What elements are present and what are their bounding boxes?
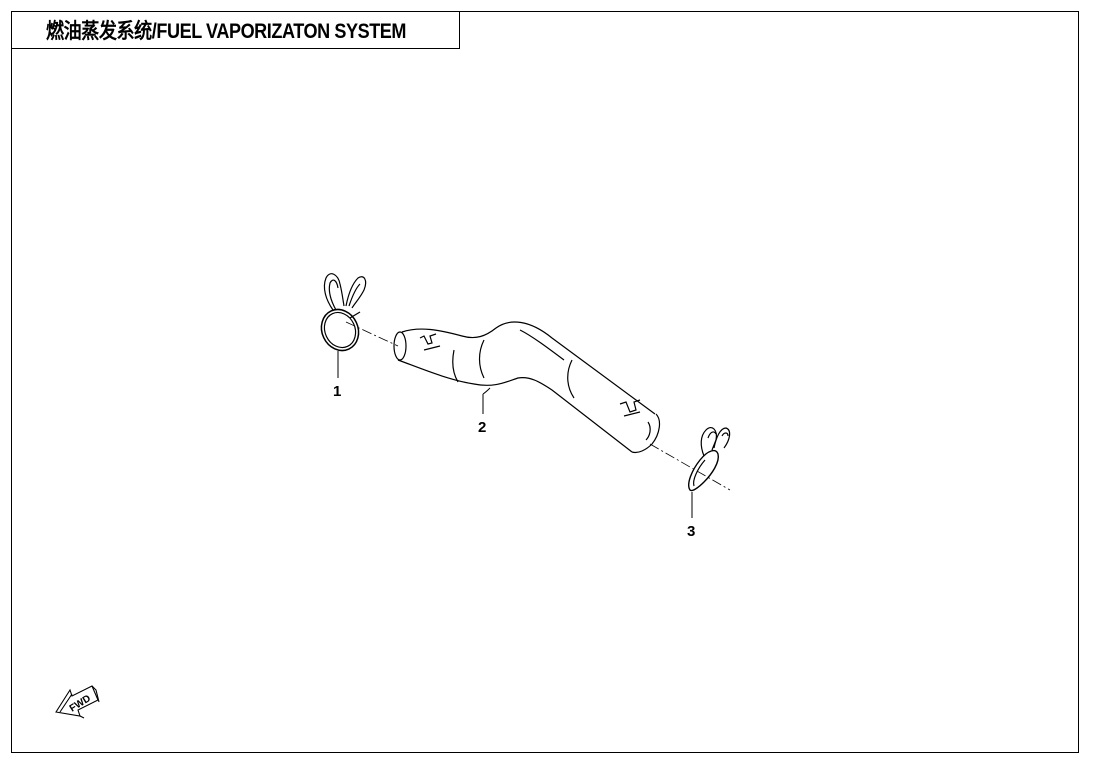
- center-line: [345, 321, 731, 491]
- callout-1: 1: [333, 383, 341, 400]
- hose-clip-icon: [688, 427, 731, 492]
- page-title: 燃油蒸发系统/FUEL VAPORIZATON SYSTEM: [46, 20, 407, 43]
- fwd-label: FWD: [68, 693, 93, 714]
- title-box: 燃油蒸发系统/FUEL VAPORIZATON SYSTEM: [11, 11, 460, 49]
- drawing-frame: [11, 11, 1079, 753]
- forward-arrow-icon: [55, 685, 100, 719]
- callout-2: 2: [478, 419, 486, 436]
- callout-3: 3: [687, 523, 695, 540]
- fuel-vapor-hose-icon: [393, 321, 661, 454]
- spring-hose-clamp-icon: [320, 273, 367, 352]
